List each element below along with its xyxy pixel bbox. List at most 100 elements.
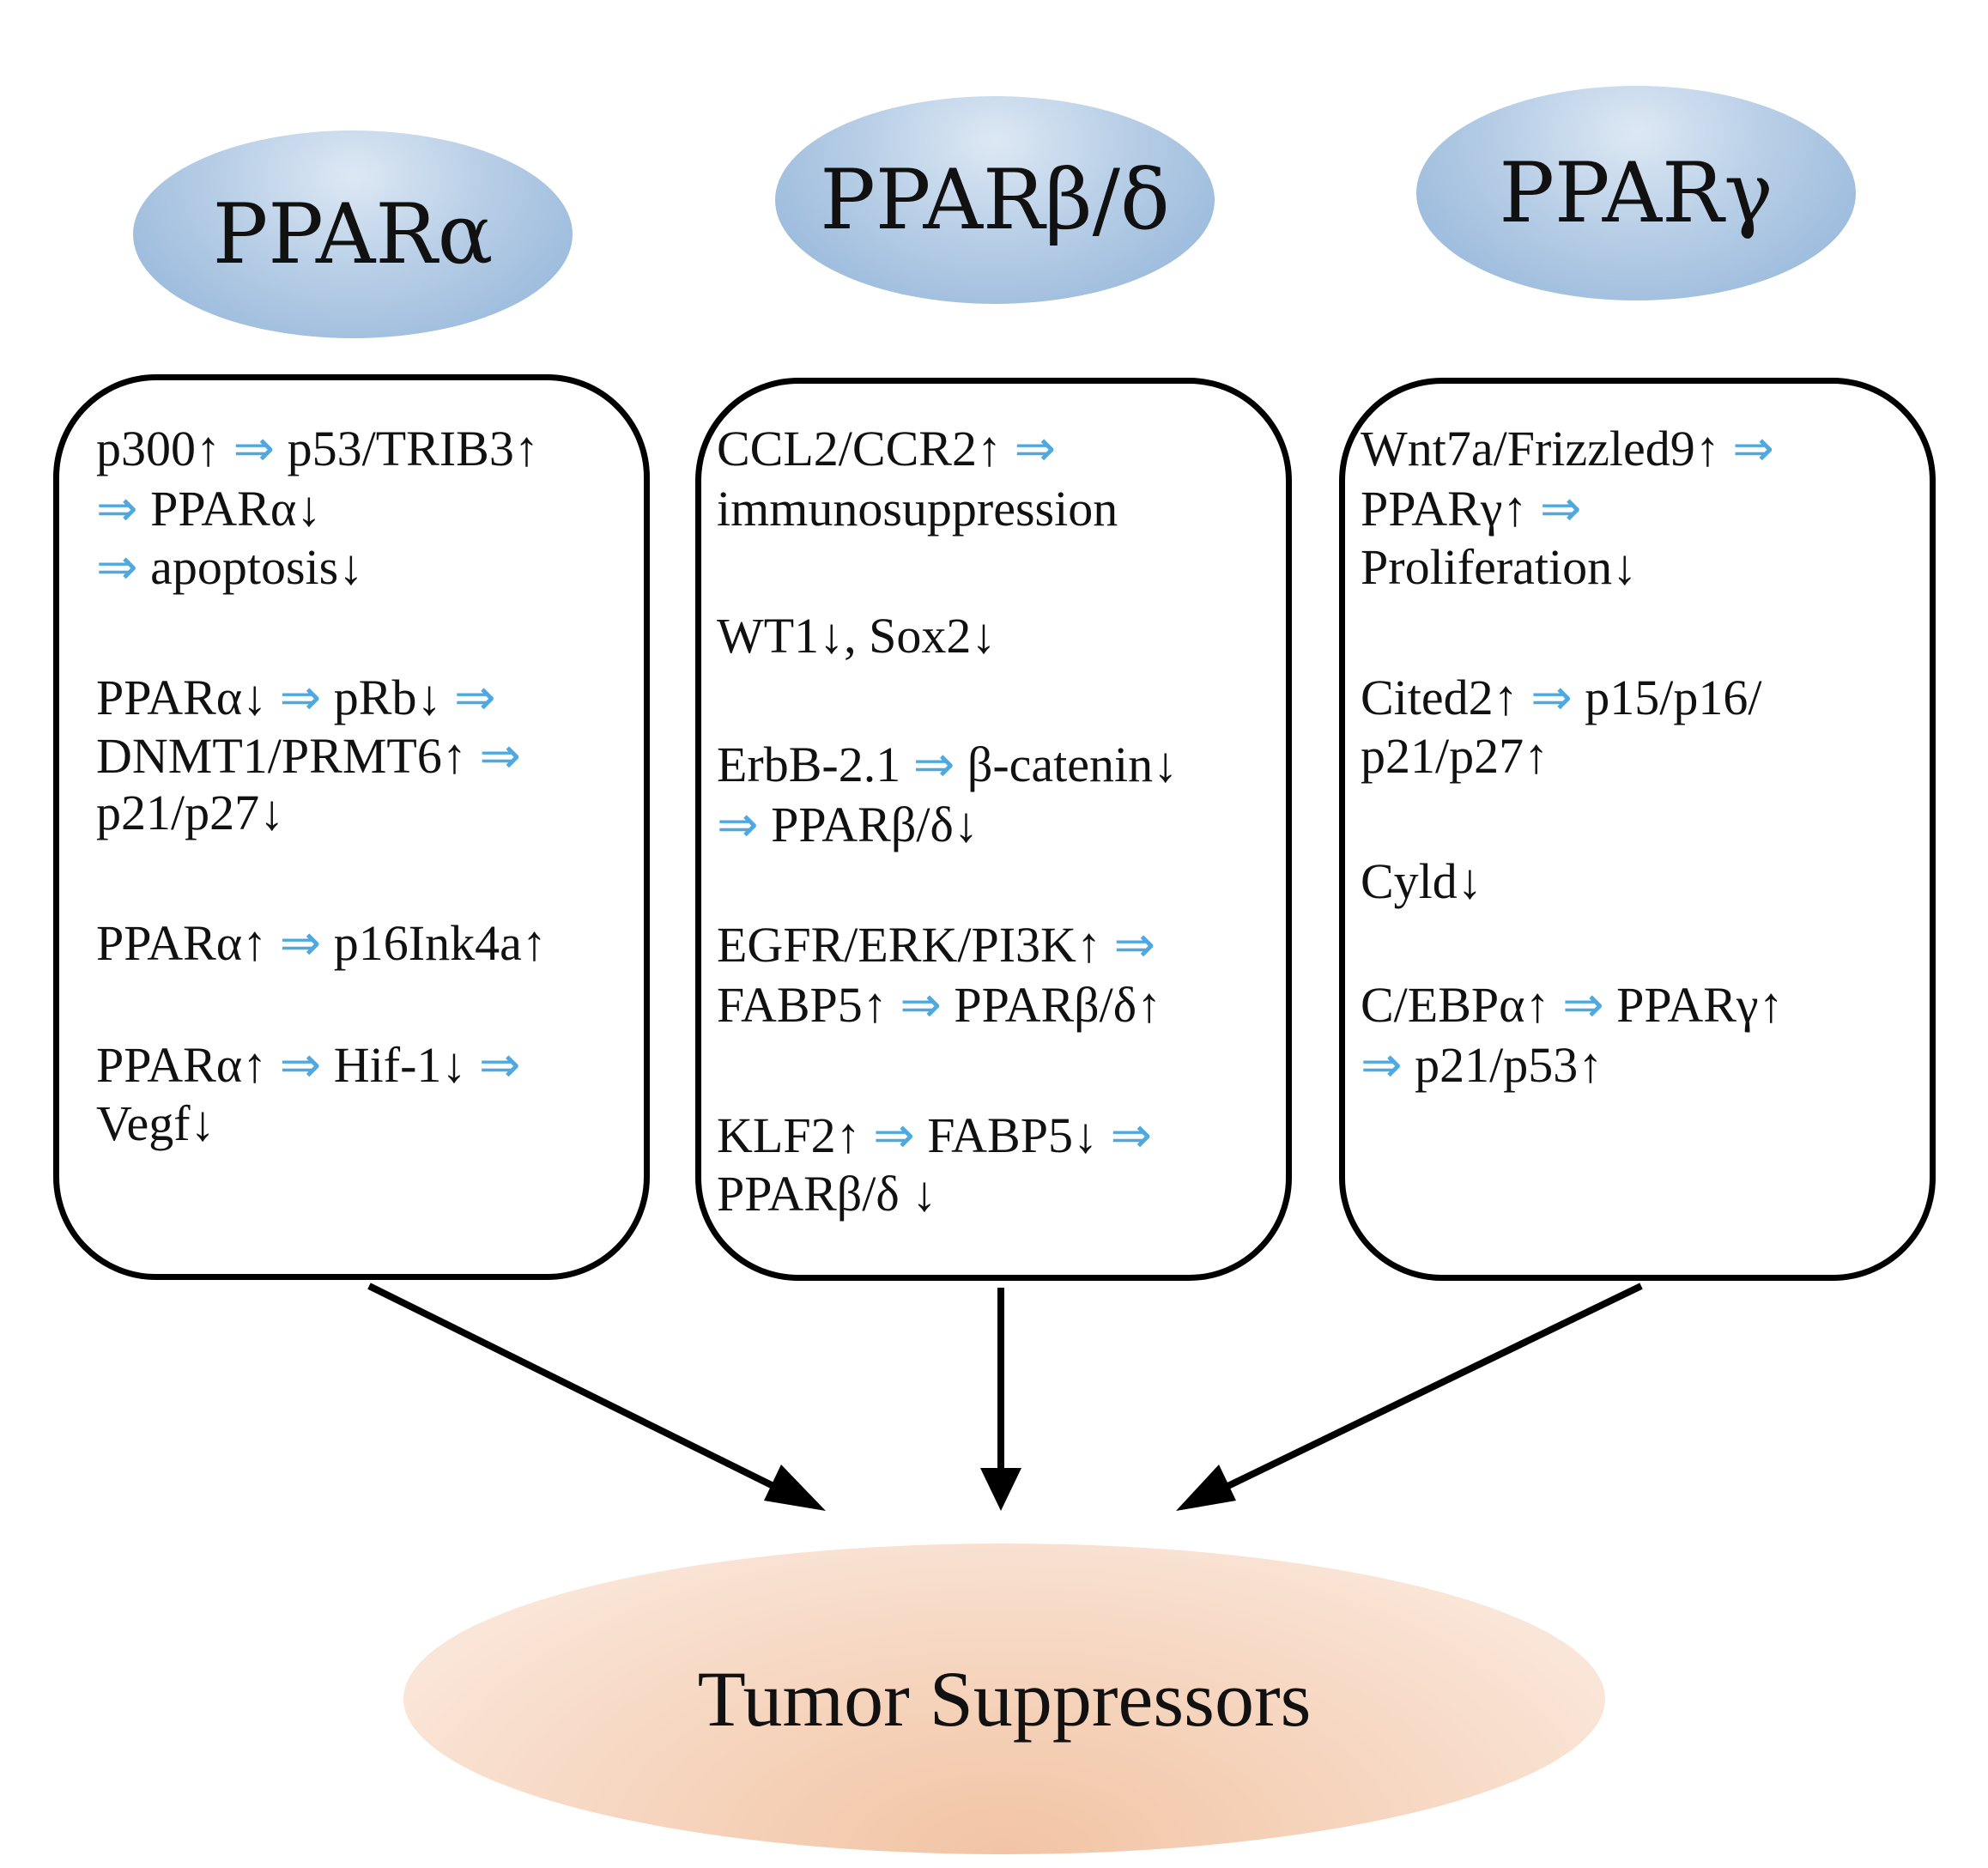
mechanism-text: p53/TRIB3↑: [275, 421, 539, 476]
implies-arrow-icon: ⇒: [233, 421, 276, 476]
implies-arrow-icon: ⇒: [96, 481, 138, 537]
ppar-gamma-box: [1339, 378, 1936, 1281]
mechanism-text: CCL2/CCR2↑: [717, 421, 1015, 476]
mechanism-line: WT1↓, Sox2↓: [717, 606, 996, 666]
mechanism-line: Vegf↓: [96, 1094, 215, 1154]
implies-arrow-icon: ⇒: [717, 797, 759, 852]
mechanism-line: KLF2↑ ⇒ FABP5↓ ⇒: [717, 1106, 1152, 1166]
mechanism-line: Proliferation↓: [1361, 537, 1637, 597]
ppar-gamma-ellipse: PPARγ: [1416, 86, 1856, 300]
mechanism-text: PPARα↓: [96, 670, 280, 725]
ppar-gamma-title: PPARγ: [1499, 145, 1773, 241]
mechanism-text: Proliferation↓: [1361, 539, 1638, 595]
mechanism-line: p21/p27↓: [96, 783, 284, 843]
mechanism-text: PPARα↓: [137, 481, 322, 537]
ppar-beta-delta-title: PPARβ/δ: [820, 152, 1170, 248]
mechanism-line: C/EBPα↑ ⇒ PPARγ↑: [1361, 975, 1784, 1035]
implies-arrow-icon: ⇒: [1110, 1107, 1153, 1163]
implies-arrow-icon: ⇒: [1732, 421, 1774, 476]
mechanism-text: immunosuppression: [717, 481, 1118, 537]
mechanism-line: ⇒ PPARβ/δ↓: [717, 795, 979, 855]
mechanism-text: β-catenin↓: [955, 737, 1179, 792]
implies-arrow-icon: ⇒: [873, 1107, 915, 1163]
mechanism-line: PPARα↑ ⇒ Hif-1↓ ⇒: [96, 1035, 521, 1095]
mechanism-text: PPARβ/δ↑: [941, 977, 1162, 1033]
implies-arrow-icon: ⇒: [279, 1037, 322, 1093]
mechanism-line: ⇒ PPARα↓: [96, 479, 321, 539]
mechanism-text: pRb↓: [321, 670, 454, 725]
gamma-arrowhead: [1176, 1465, 1236, 1511]
beta-delta-arrowhead: [980, 1468, 1021, 1511]
mechanism-line: immunosuppression: [717, 479, 1118, 539]
mechanism-line: PPARβ/δ ↓: [717, 1164, 936, 1224]
implies-arrow-icon: ⇒: [1530, 670, 1573, 725]
mechanism-text: ErbB-2.1: [717, 737, 913, 792]
ppar-beta-delta-ellipse: PPARβ/δ: [775, 96, 1215, 304]
mechanism-text: DNMT1/PRMT6↑: [96, 728, 480, 784]
implies-arrow-icon: ⇒: [279, 915, 322, 971]
ppar-alpha-ellipse: PPARα: [133, 130, 573, 338]
implies-arrow-icon: ⇒: [453, 670, 496, 725]
mechanism-line: Cyld↓: [1361, 852, 1482, 912]
mechanism-line: EGFR/ERK/PI3K↑ ⇒: [717, 915, 1155, 975]
mechanism-line: p21/p27↑: [1361, 726, 1549, 786]
gamma-to-outcome-arrow: [1210, 1283, 1643, 1497]
implies-arrow-icon: ⇒: [479, 728, 521, 784]
implies-arrow-icon: ⇒: [1113, 917, 1156, 973]
mechanism-text: p16Ink4a↑: [321, 915, 547, 971]
mechanism-line: ⇒ p21/p53↑: [1361, 1035, 1603, 1095]
mechanism-line: FABP5↑ ⇒ PPARβ/δ↑: [717, 975, 1161, 1035]
mechanism-text: Cyld↓: [1361, 853, 1482, 909]
mechanism-line: CCL2/CCR2↑ ⇒: [717, 419, 1056, 479]
mechanism-text: PPARγ↑: [1603, 977, 1784, 1033]
mechanism-line: ⇒ apoptosis↓: [96, 537, 363, 597]
implies-arrow-icon: ⇒: [279, 670, 322, 725]
mechanism-text: FABP5↑: [717, 977, 900, 1033]
mechanism-text: p21/p27↑: [1361, 728, 1549, 784]
implies-arrow-icon: ⇒: [1562, 977, 1604, 1033]
mechanism-text: Vegf↓: [96, 1095, 215, 1151]
mechanism-text: PPARα↑: [96, 915, 280, 971]
implies-arrow-icon: ⇒: [900, 977, 942, 1033]
mechanism-text: WT1↓, Sox2↓: [717, 608, 997, 664]
alpha-arrowhead: [764, 1465, 826, 1511]
implies-arrow-icon: ⇒: [912, 737, 955, 792]
mechanism-text: PPARβ/δ ↓: [717, 1166, 937, 1222]
mechanism-text: EGFR/ERK/PI3K↑: [717, 917, 1114, 973]
mechanism-line: Wnt7a/Frizzled9↑ ⇒: [1361, 419, 1774, 479]
ppar-alpha-title: PPARα: [212, 186, 494, 282]
mechanism-text: p15/p16/: [1572, 670, 1762, 725]
tumor-suppressors-label: Tumor Suppressors: [697, 1655, 1312, 1743]
mechanism-text: Hif-1↓: [321, 1037, 479, 1093]
mechanism-line: ErbB-2.1 ⇒ β-catenin↓: [717, 735, 1178, 795]
mechanism-text: PPARα↑: [96, 1037, 280, 1093]
mechanism-text: p21/p27↓: [96, 785, 285, 840]
mechanism-line: Cited2↑ ⇒ p15/p16/: [1361, 668, 1762, 728]
mechanism-line: PPARγ↑ ⇒: [1361, 479, 1582, 539]
mechanism-text: apoptosis↓: [137, 539, 364, 595]
mechanism-line: p300↑ ⇒ p53/TRIB3↑: [96, 419, 539, 479]
mechanism-text: Cited2↑: [1361, 670, 1531, 725]
implies-arrow-icon: ⇒: [1539, 481, 1582, 537]
tumor-suppressors-ellipse: Tumor Suppressors: [403, 1544, 1605, 1854]
alpha-to-outcome-arrow: [367, 1283, 787, 1495]
ppar-beta-delta-box: [695, 378, 1292, 1281]
mechanism-text: Wnt7a/Frizzled9↑: [1361, 421, 1733, 476]
mechanism-line: PPARα↑ ⇒ p16Ink4a↑: [96, 913, 547, 973]
implies-arrow-icon: ⇒: [478, 1037, 521, 1093]
mechanism-line: DNMT1/PRMT6↑ ⇒: [96, 726, 521, 786]
implies-arrow-icon: ⇒: [1361, 1037, 1403, 1093]
mechanism-text: KLF2↑: [717, 1107, 874, 1163]
mechanism-text: FABP5↓: [914, 1107, 1111, 1163]
mechanism-line: PPARα↓ ⇒ pRb↓ ⇒: [96, 668, 496, 728]
implies-arrow-icon: ⇒: [96, 539, 138, 595]
mechanism-text: PPARγ↑: [1361, 481, 1540, 537]
mechanism-text: PPARβ/δ↓: [758, 797, 979, 852]
mechanism-text: C/EBPα↑: [1361, 977, 1563, 1033]
ppar-alpha-box: [53, 374, 650, 1280]
mechanism-text: p21/p53↑: [1402, 1037, 1603, 1093]
mechanism-text: p300↑: [96, 421, 233, 476]
implies-arrow-icon: ⇒: [1014, 421, 1057, 476]
